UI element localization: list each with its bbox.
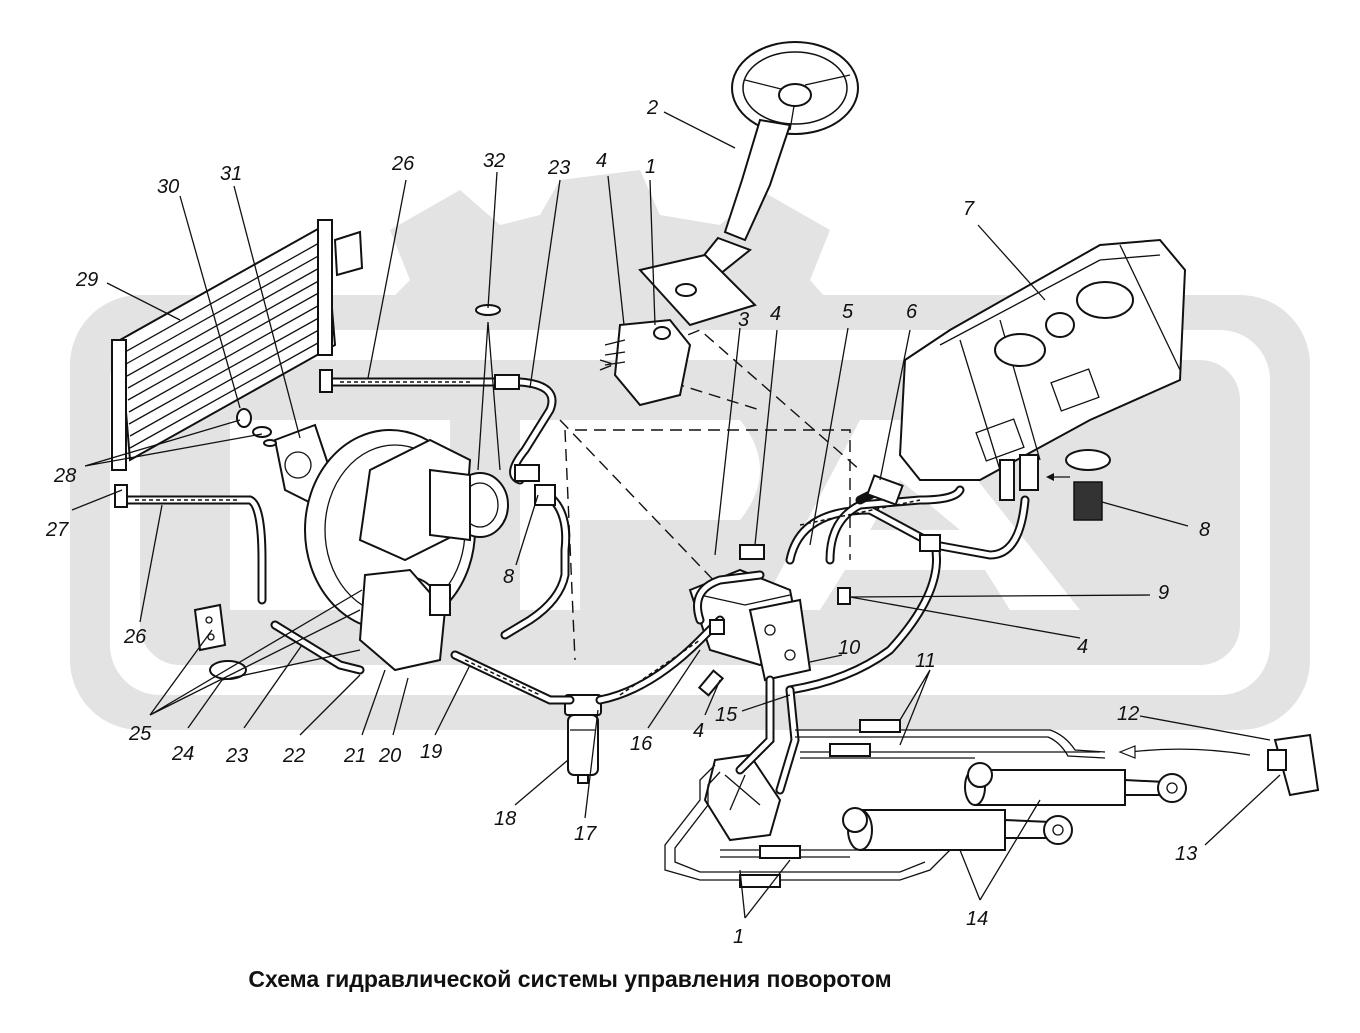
callout-23-top: 23 bbox=[547, 157, 570, 179]
steering-wheel bbox=[731, 41, 859, 135]
steel-tubes bbox=[664, 719, 1106, 888]
callout-10: 10 bbox=[838, 637, 860, 659]
callout-21: 21 bbox=[343, 745, 366, 767]
oil-tank bbox=[898, 238, 1187, 481]
callout-3: 3 bbox=[738, 309, 749, 331]
callout-4-mid: 4 bbox=[770, 303, 781, 325]
callout-19: 19 bbox=[420, 741, 442, 763]
oil-cooler bbox=[111, 219, 364, 471]
steering-column bbox=[638, 118, 792, 327]
callout-30: 30 bbox=[157, 176, 179, 198]
leader-lines bbox=[71, 111, 1281, 919]
line-filter bbox=[564, 694, 602, 784]
callout-9: 9 bbox=[1158, 582, 1169, 604]
callout-2: 2 bbox=[646, 97, 658, 119]
callout-7: 7 bbox=[963, 198, 975, 220]
callout-8-left: 8 bbox=[503, 566, 514, 588]
callout-15: 15 bbox=[715, 704, 738, 726]
callout-17: 17 bbox=[574, 823, 597, 845]
steering-cylinder-upper bbox=[964, 762, 1187, 806]
callout-labels: 1 1 2 3 4 4 4 4 5 6 7 8 8 9 10 11 12 13 … bbox=[45, 97, 1210, 948]
callout-13: 13 bbox=[1175, 843, 1197, 865]
diagram-caption: Схема гидравлической системы управления … bbox=[248, 966, 892, 992]
callout-14: 14 bbox=[966, 908, 988, 930]
callout-23-bottom: 23 bbox=[225, 745, 248, 767]
callout-1-top: 1 bbox=[645, 156, 656, 178]
callout-29: 29 bbox=[75, 269, 98, 291]
callout-26-top: 26 bbox=[391, 153, 415, 175]
callout-24: 24 bbox=[171, 743, 194, 765]
callout-25: 25 bbox=[128, 723, 152, 745]
gear-pump-upper bbox=[429, 468, 509, 542]
callout-8-right: 8 bbox=[1199, 519, 1210, 541]
callout-27: 27 bbox=[45, 519, 69, 541]
callout-16: 16 bbox=[630, 733, 653, 755]
callout-6: 6 bbox=[906, 301, 918, 323]
callout-11: 11 bbox=[915, 650, 936, 672]
steering-valve bbox=[604, 318, 692, 407]
callout-26-bottom: 26 bbox=[123, 626, 147, 648]
callout-18: 18 bbox=[494, 808, 516, 830]
steering-cylinder-lower bbox=[842, 807, 1073, 851]
callout-5: 5 bbox=[842, 301, 854, 323]
callout-20: 20 bbox=[378, 745, 401, 767]
callout-32: 32 bbox=[483, 150, 505, 172]
callout-4-bottom: 4 bbox=[693, 720, 704, 742]
dashed-routing-lines bbox=[559, 329, 861, 661]
callout-12: 12 bbox=[1117, 703, 1139, 725]
flange-plate bbox=[193, 603, 227, 652]
callout-4-top: 4 bbox=[596, 150, 607, 172]
hose-fittings bbox=[114, 369, 1039, 697]
gear-pump-lower bbox=[358, 568, 451, 672]
callout-22: 22 bbox=[282, 745, 305, 767]
callout-31: 31 bbox=[220, 163, 242, 185]
callout-28: 28 bbox=[53, 465, 76, 487]
callout-1-bottom: 1 bbox=[733, 926, 744, 948]
steering-mechanism bbox=[688, 568, 812, 682]
filter-element-right bbox=[1046, 449, 1111, 521]
hydraulic-hoses bbox=[115, 377, 1030, 795]
mounting-bracket bbox=[1118, 733, 1320, 797]
callout-4-right: 4 bbox=[1077, 636, 1088, 658]
